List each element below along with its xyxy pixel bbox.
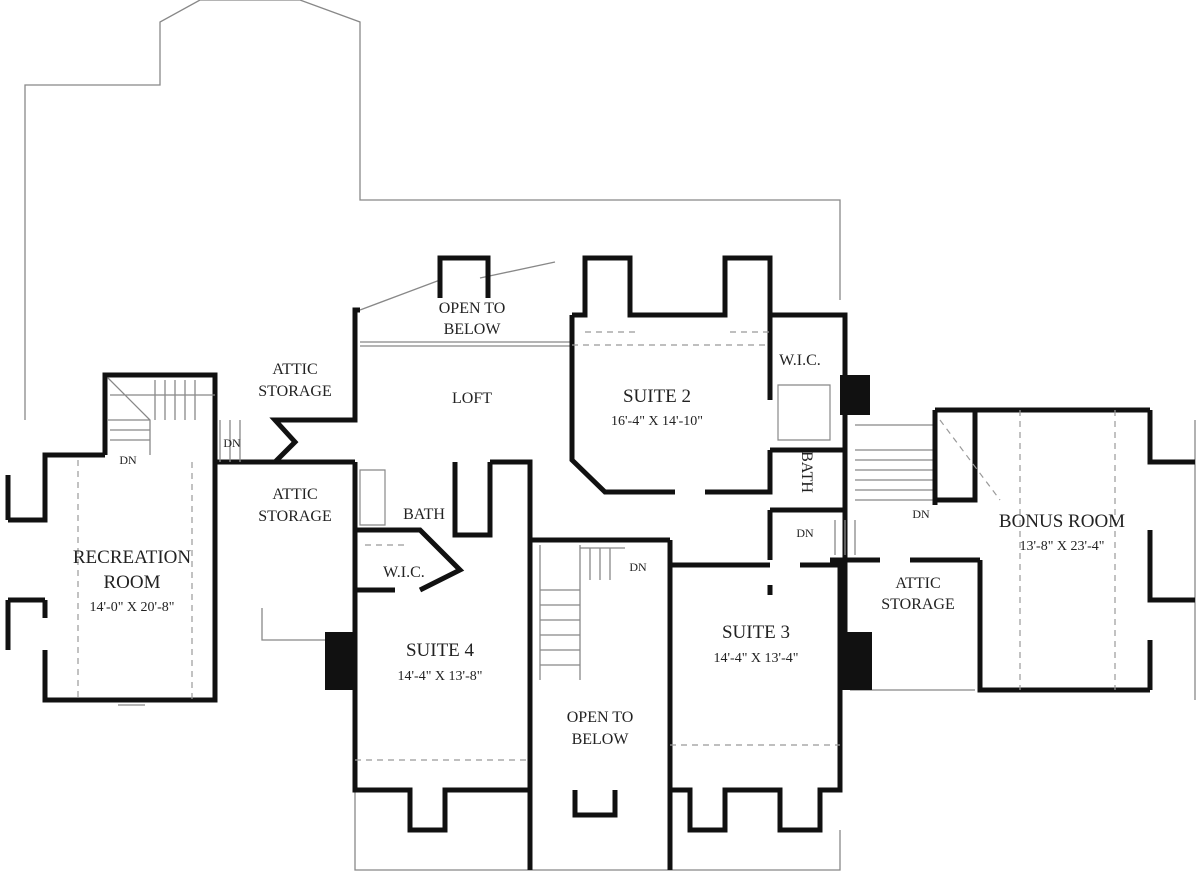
room-label-open-to-below-top: OPEN TO	[439, 300, 506, 317]
east-stairs	[834, 424, 935, 555]
wall	[352, 459, 533, 833]
wall	[670, 562, 843, 833]
room-dims-suite-3: 14'-4" X 13'-4"	[714, 651, 799, 666]
room-label-bath-suite-4: BATH	[403, 506, 445, 523]
room-label-attic-storage-e: ATTIC	[895, 575, 940, 592]
room-label-open-to-below-bottom-2: BELOW	[572, 731, 630, 748]
room-dims-suite-4: 14'-4" X 13'-8"	[398, 669, 483, 684]
room-label-attic-storage-sw: ATTIC	[272, 486, 317, 503]
main-stairs	[539, 545, 625, 680]
room-dims-recreation-room: 14'-0" X 20'-8"	[90, 600, 175, 615]
room-label-wic-suite-2: W.I.C.	[779, 352, 821, 369]
room-label-attic-storage-e-2: STORAGE	[881, 596, 955, 613]
room-label-suite-2: SUITE 2	[623, 386, 691, 407]
building-outline	[24, 0, 1196, 871]
stair-label-dn-east-left: DN	[796, 526, 814, 540]
rec-stairs	[107, 377, 241, 462]
room-label-bonus-room: BONUS ROOM	[999, 511, 1125, 532]
stair-label-dn-main: DN	[629, 560, 647, 574]
wall	[5, 372, 340, 703]
room-label-open-to-below-bottom: OPEN TO	[567, 709, 634, 726]
stair-label-dn-east-right: DN	[912, 507, 930, 521]
room-label-suite-4: SUITE 4	[406, 640, 475, 661]
room-dims-suite-2: 16'-4" X 14'-10"	[611, 414, 703, 429]
room-label-wic-suite-4: W.I.C.	[383, 564, 425, 581]
room-label-attic-storage-sw-2: STORAGE	[258, 508, 332, 525]
stair-label-dn-rec: DN	[119, 453, 137, 467]
room-dims-bonus-room: 13'-8" X 23'-4"	[1020, 539, 1105, 554]
room-label-attic-storage-nw: ATTIC	[272, 361, 317, 378]
room-label-loft: LOFT	[452, 390, 492, 407]
wall	[569, 255, 848, 495]
room-label-open-to-below-top-2: BELOW	[444, 321, 502, 338]
room-label-recreation-room-2: ROOM	[103, 572, 160, 593]
room-label-bath-suite-2: BATH	[798, 451, 815, 493]
room-label-suite-3: SUITE 3	[722, 622, 790, 643]
stair-label-dn-attic: DN	[223, 436, 241, 450]
wall	[269, 307, 360, 465]
room-label-attic-storage-nw-2: STORAGE	[258, 383, 332, 400]
room-label-recreation-room: RECREATION	[73, 547, 192, 568]
